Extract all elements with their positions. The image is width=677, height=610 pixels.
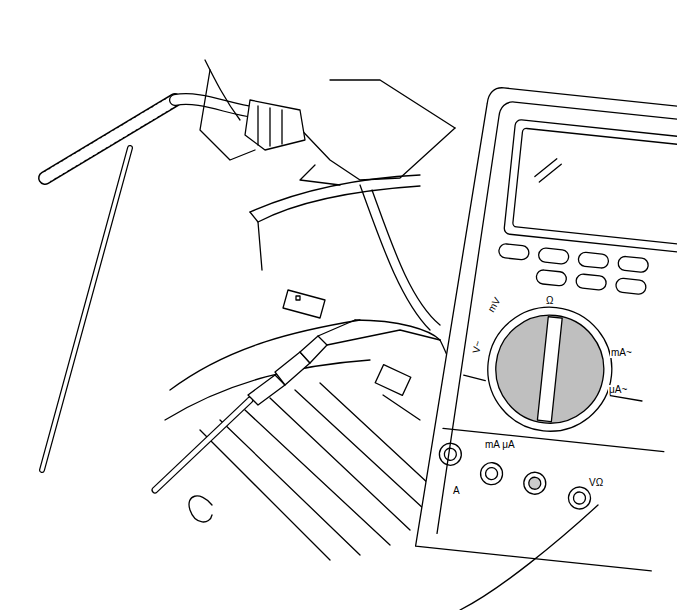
dial-label: Ω <box>545 296 554 306</box>
multimeter <box>416 84 677 572</box>
vehicle-panel <box>165 80 455 560</box>
wire-harness <box>42 60 305 470</box>
test-lead <box>460 505 598 610</box>
dial-label: VΩ <box>588 478 604 488</box>
dial-label: mA~ <box>610 348 633 358</box>
dial-label: A <box>452 486 461 496</box>
dial-label: mA μA <box>484 440 516 450</box>
dial-label: μA~ <box>608 385 628 395</box>
